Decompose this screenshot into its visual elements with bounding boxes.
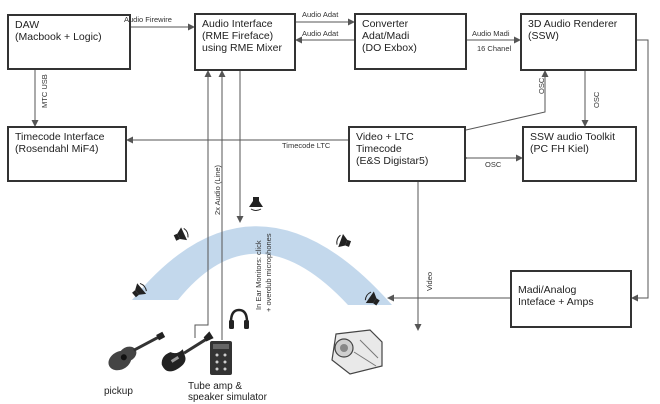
- speaker-icon: [173, 227, 189, 241]
- acoustic-guitar-icon: [108, 331, 166, 371]
- label-audio-adat-1: Audio Adat: [302, 10, 339, 19]
- label-audio-adat-2: Audio Adat: [302, 29, 339, 38]
- caption-pickup: pickup: [104, 386, 133, 397]
- audio-interface-mixer: using RME Mixer: [202, 42, 282, 54]
- label-timecode-ltc: Timecode LTC: [282, 141, 331, 150]
- osc-line-diagonal: [465, 70, 549, 131]
- converter-type: Adat/Madi: [362, 30, 410, 42]
- label-audio-line: 2x Audio (Line): [213, 164, 222, 215]
- label-in-ear-2: + overdub microphones: [264, 233, 273, 312]
- converter-box: Converter Adat/Madi (DO Exbox): [354, 13, 467, 70]
- daw-box: DAW (Macbook + Logic): [7, 14, 131, 70]
- label-audio-firewire: Audio Firewire: [124, 15, 172, 24]
- audio-interface-model: (RME Fireface): [202, 30, 274, 42]
- converter-model: (DO Exbox): [362, 42, 417, 54]
- converter-title: Converter: [362, 18, 409, 30]
- audio-interface-box: Audio Interface (RME Fireface) using RME…: [194, 13, 296, 71]
- label-osc-2: OSC: [592, 91, 601, 108]
- timecode-interface-title: Timecode Interface: [15, 131, 105, 143]
- madi-analog-box: Madi/Analog Inteface + Amps: [510, 270, 632, 328]
- label-in-ear: In Ear Monitors: click: [254, 240, 263, 310]
- renderer-to-madi-line: [631, 39, 649, 302]
- daw-subtitle: (Macbook + Logic): [15, 31, 102, 43]
- timecode-interface-model: (Rosendahl MiF4): [15, 143, 99, 155]
- renderer-title: 3D Audio Renderer: [528, 18, 618, 30]
- sound-field-arc: [132, 226, 392, 305]
- ssw-toolkit-box: SSW audio Toolkit (PC FH Kiel): [522, 126, 637, 182]
- video-ltc-model: (E&S Digistar5): [356, 155, 429, 167]
- speaker-icon: [336, 234, 352, 248]
- ssw-toolkit-model: (PC FH Kiel): [530, 143, 589, 155]
- renderer-model: (SSW): [528, 30, 559, 42]
- amp-icon: [210, 341, 232, 375]
- madi-analog-title: Madi/Analog: [518, 284, 577, 296]
- label-osc-3: OSC: [485, 160, 502, 169]
- video-ltc-box: Video + LTC Timecode (E&S Digistar5): [348, 126, 466, 182]
- daw-title: DAW: [15, 19, 40, 31]
- speaker-icon: [364, 291, 380, 306]
- speaker-icon: [132, 282, 147, 298]
- speaker-icon: [249, 197, 263, 211]
- video-ltc-title: Video + LTC: [356, 131, 414, 143]
- label-16-channels: 16 Chanel: [477, 44, 512, 53]
- label-mtc-usb: MTC USB: [40, 74, 49, 108]
- audio-interface-title: Audio Interface: [202, 18, 273, 30]
- label-video: Video: [425, 271, 434, 291]
- electric-guitar-icon: [161, 331, 214, 372]
- projector-icon: [331, 329, 383, 375]
- headphones-icon: [229, 308, 249, 329]
- label-audio-madi: Audio Madi: [472, 29, 510, 38]
- label-osc-1: OSC: [537, 77, 546, 94]
- madi-analog-subtitle: Inteface + Amps: [518, 296, 594, 308]
- caption-tube-amp: Tube amp &: [188, 381, 243, 392]
- ssw-toolkit-title: SSW audio Toolkit: [530, 131, 616, 143]
- video-ltc-subtitle: Timecode: [356, 143, 402, 155]
- audio-line-up: [194, 70, 212, 338]
- renderer-box: 3D Audio Renderer (SSW): [520, 13, 637, 71]
- caption-speaker-simulator: speaker simulator: [188, 392, 267, 403]
- timecode-interface-box: Timecode Interface (Rosendahl MiF4): [7, 126, 127, 182]
- speaker-group: [132, 197, 380, 306]
